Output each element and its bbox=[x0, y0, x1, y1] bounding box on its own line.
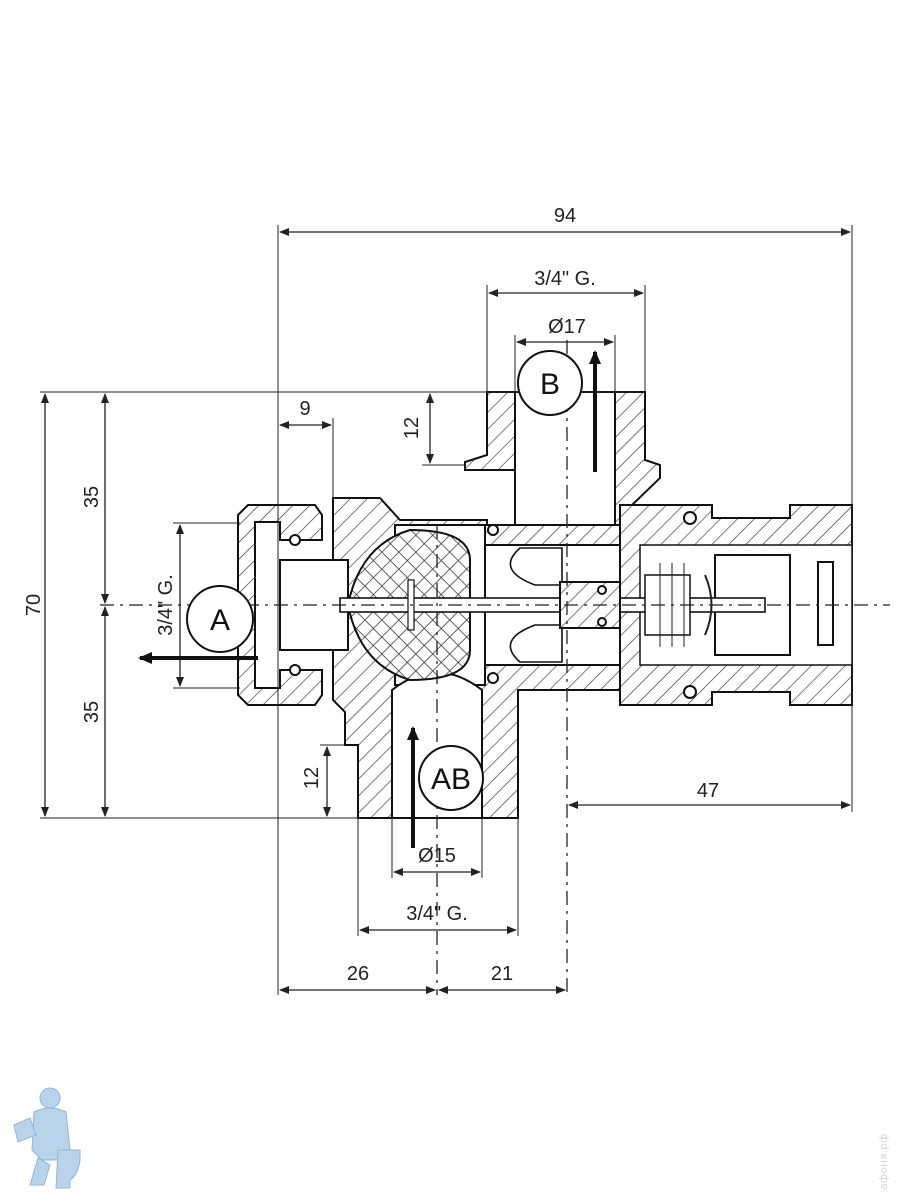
dim-overall-height: 70 bbox=[23, 594, 45, 616]
svg-text:AB: AB bbox=[431, 763, 471, 796]
port-a-marker: A bbox=[186, 585, 254, 653]
dim-top-height: 12 bbox=[401, 417, 423, 439]
dim-lower-half: 35 bbox=[81, 701, 103, 723]
o-rings bbox=[289, 511, 697, 699]
dim-left-thread: 3/4" G. bbox=[155, 574, 177, 636]
dim-left-to-ab: 26 bbox=[347, 963, 369, 985]
watermark: афоня.рф bbox=[877, 1133, 890, 1190]
dim-bottom-bore: Ø15 bbox=[418, 845, 456, 867]
dim-left-offset: 9 bbox=[299, 398, 310, 420]
port-ab-marker: AB bbox=[418, 745, 484, 811]
slot bbox=[817, 561, 834, 646]
svg-text:B: B bbox=[540, 368, 560, 401]
dim-upper-half: 35 bbox=[81, 486, 103, 508]
plumber-logo bbox=[13, 1087, 81, 1189]
dim-bottom-height: 12 bbox=[301, 767, 323, 789]
dim-top-thread: 3/4" G. bbox=[534, 268, 596, 290]
dim-right-length: 47 bbox=[697, 780, 719, 802]
dim-ab-to-b: 21 bbox=[491, 963, 513, 985]
port-b-marker: B bbox=[517, 350, 583, 416]
dim-bottom-thread: 3/4" G. bbox=[406, 903, 468, 925]
dim-overall-width: 94 bbox=[554, 205, 576, 227]
svg-text:A: A bbox=[210, 604, 230, 637]
dimension-lines bbox=[41, 228, 851, 994]
dim-top-bore: Ø17 bbox=[548, 316, 586, 338]
